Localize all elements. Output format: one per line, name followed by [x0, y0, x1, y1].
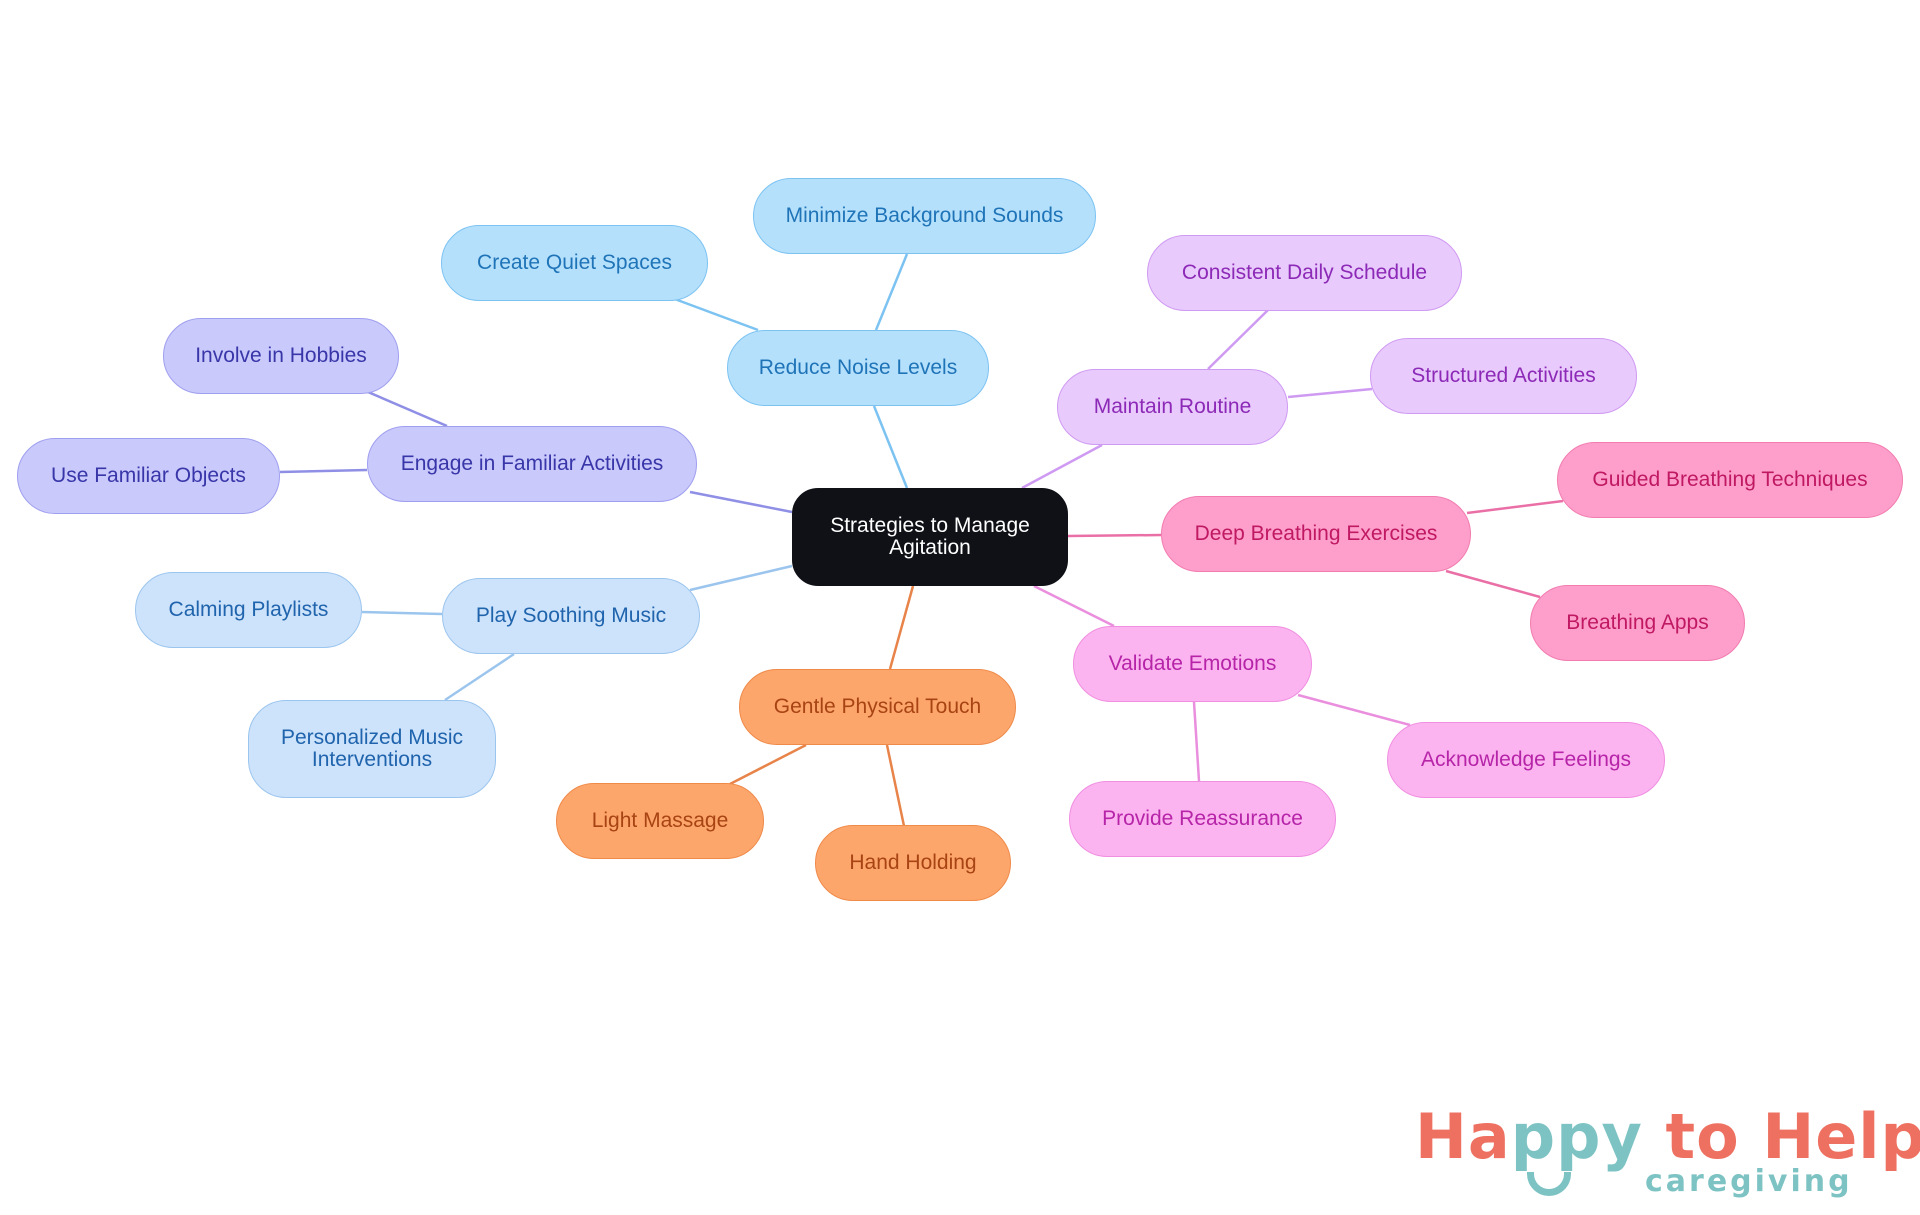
root-node[interactable]: Strategies to Manage Agitation [792, 488, 1068, 586]
connector-line [888, 585, 915, 670]
branch-validate-emotions[interactable]: Validate Emotions [1073, 626, 1312, 702]
logo-text-part2: ppy [1510, 1100, 1643, 1173]
connector-line [1445, 569, 1541, 599]
connector-line [1466, 499, 1564, 515]
leaf-use-familiar-objects[interactable]: Use Familiar Objects [17, 438, 280, 514]
connector-line [1297, 693, 1411, 727]
leaf-acknowledge-feelings[interactable]: Acknowledge Feelings [1387, 722, 1665, 798]
leaf-structured-activities[interactable]: Structured Activities [1370, 338, 1637, 414]
connector-line [729, 743, 807, 786]
connector-line [1207, 309, 1269, 370]
leaf-light-massage[interactable]: Light Massage [556, 783, 764, 859]
branch-engage-familiar-activities[interactable]: Engage in Familiar Activities [367, 426, 697, 502]
connector-line [1067, 533, 1162, 538]
connector-line [689, 564, 793, 592]
connector-line [1192, 701, 1201, 782]
connector-line [361, 610, 443, 616]
leaf-create-quiet-spaces[interactable]: Create Quiet Spaces [441, 225, 708, 301]
leaf-minimize-background-sounds[interactable]: Minimize Background Sounds [753, 178, 1096, 254]
leaf-personalized-music-interventions[interactable]: Personalized Music Interventions [248, 700, 496, 798]
branch-play-soothing-music[interactable]: Play Soothing Music [442, 578, 700, 654]
leaf-calming-playlists[interactable]: Calming Playlists [135, 572, 362, 648]
connector-line [671, 296, 759, 332]
connector-line [872, 405, 909, 489]
branch-reduce-noise-levels[interactable]: Reduce Noise Levels [727, 330, 989, 406]
leaf-consistent-daily-schedule[interactable]: Consistent Daily Schedule [1147, 235, 1462, 311]
logo-wordmark: Happy to Help [1415, 1100, 1920, 1173]
leaf-provide-reassurance[interactable]: Provide Reassurance [1069, 781, 1336, 857]
happy-to-help-logo: Happy to Help caregiving [1415, 1100, 1920, 1200]
branch-maintain-routine[interactable]: Maintain Routine [1057, 369, 1288, 445]
branch-gentle-physical-touch[interactable]: Gentle Physical Touch [739, 669, 1016, 745]
leaf-involve-in-hobbies[interactable]: Involve in Hobbies [163, 318, 399, 394]
connector-line [444, 652, 515, 702]
connector-line [1033, 584, 1115, 628]
branch-deep-breathing-exercises[interactable]: Deep Breathing Exercises [1161, 496, 1471, 572]
smile-icon [1527, 1172, 1571, 1196]
leaf-guided-breathing-techniques[interactable]: Guided Breathing Techniques [1557, 442, 1903, 518]
connector-line [367, 390, 448, 428]
logo-tagline: caregiving [1645, 1164, 1853, 1199]
logo-text-part3: to Help [1642, 1100, 1920, 1173]
leaf-breathing-apps[interactable]: Breathing Apps [1530, 585, 1745, 661]
connector-line [1287, 387, 1373, 399]
connector-line [885, 744, 906, 827]
leaf-hand-holding[interactable]: Hand Holding [815, 825, 1011, 901]
logo-text-part1: Ha [1415, 1100, 1511, 1173]
connector-line [279, 468, 368, 474]
connector-line [689, 490, 793, 514]
connector-line [874, 253, 909, 331]
connector-line [1021, 443, 1103, 490]
